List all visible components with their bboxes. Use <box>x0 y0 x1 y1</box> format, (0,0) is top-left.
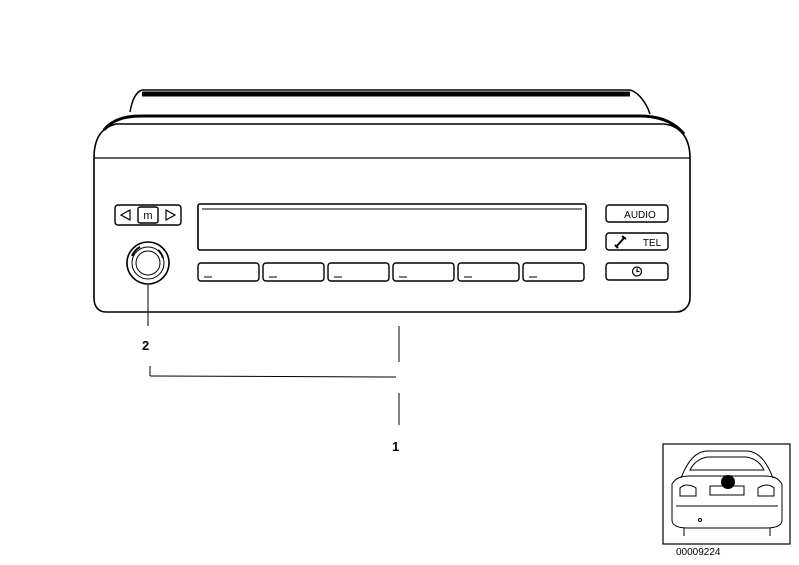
callout-1: 1 <box>392 439 399 454</box>
preset-button-1[interactable] <box>197 262 260 282</box>
audio-button-label: AUDIO <box>624 210 656 221</box>
unit-front-face <box>93 123 691 313</box>
leader-lines <box>147 285 400 425</box>
preset-button-2[interactable] <box>262 262 325 282</box>
arrow-left-icon <box>119 208 131 222</box>
location-marker <box>721 475 735 489</box>
mode-switch[interactable]: m <box>114 204 182 226</box>
mode-switch-label: m <box>143 210 152 222</box>
tel-button[interactable]: TEL <box>605 232 669 251</box>
callout-2: 2 <box>142 338 149 353</box>
preset-button-6[interactable] <box>522 262 585 282</box>
reference-number: 00009224 <box>676 547 721 558</box>
phone-handset-icon <box>614 235 627 249</box>
preset-button-5[interactable] <box>457 262 520 282</box>
preset-button-4[interactable] <box>392 262 455 282</box>
volume-knob[interactable] <box>126 241 170 285</box>
arrow-right-icon <box>165 208 177 222</box>
preset-buttons <box>197 262 585 282</box>
vehicle-thumbnail[interactable] <box>662 443 791 545</box>
radio-unit[interactable] <box>93 89 691 313</box>
unit-top-housing <box>129 89 651 115</box>
display-window <box>197 203 587 251</box>
audio-button[interactable]: AUDIO <box>605 204 669 223</box>
clock-button[interactable] <box>605 262 669 281</box>
unit-top-ledge <box>102 114 686 135</box>
clock-icon <box>631 266 643 277</box>
tel-button-label: TEL <box>643 238 662 249</box>
preset-button-3[interactable] <box>327 262 390 282</box>
